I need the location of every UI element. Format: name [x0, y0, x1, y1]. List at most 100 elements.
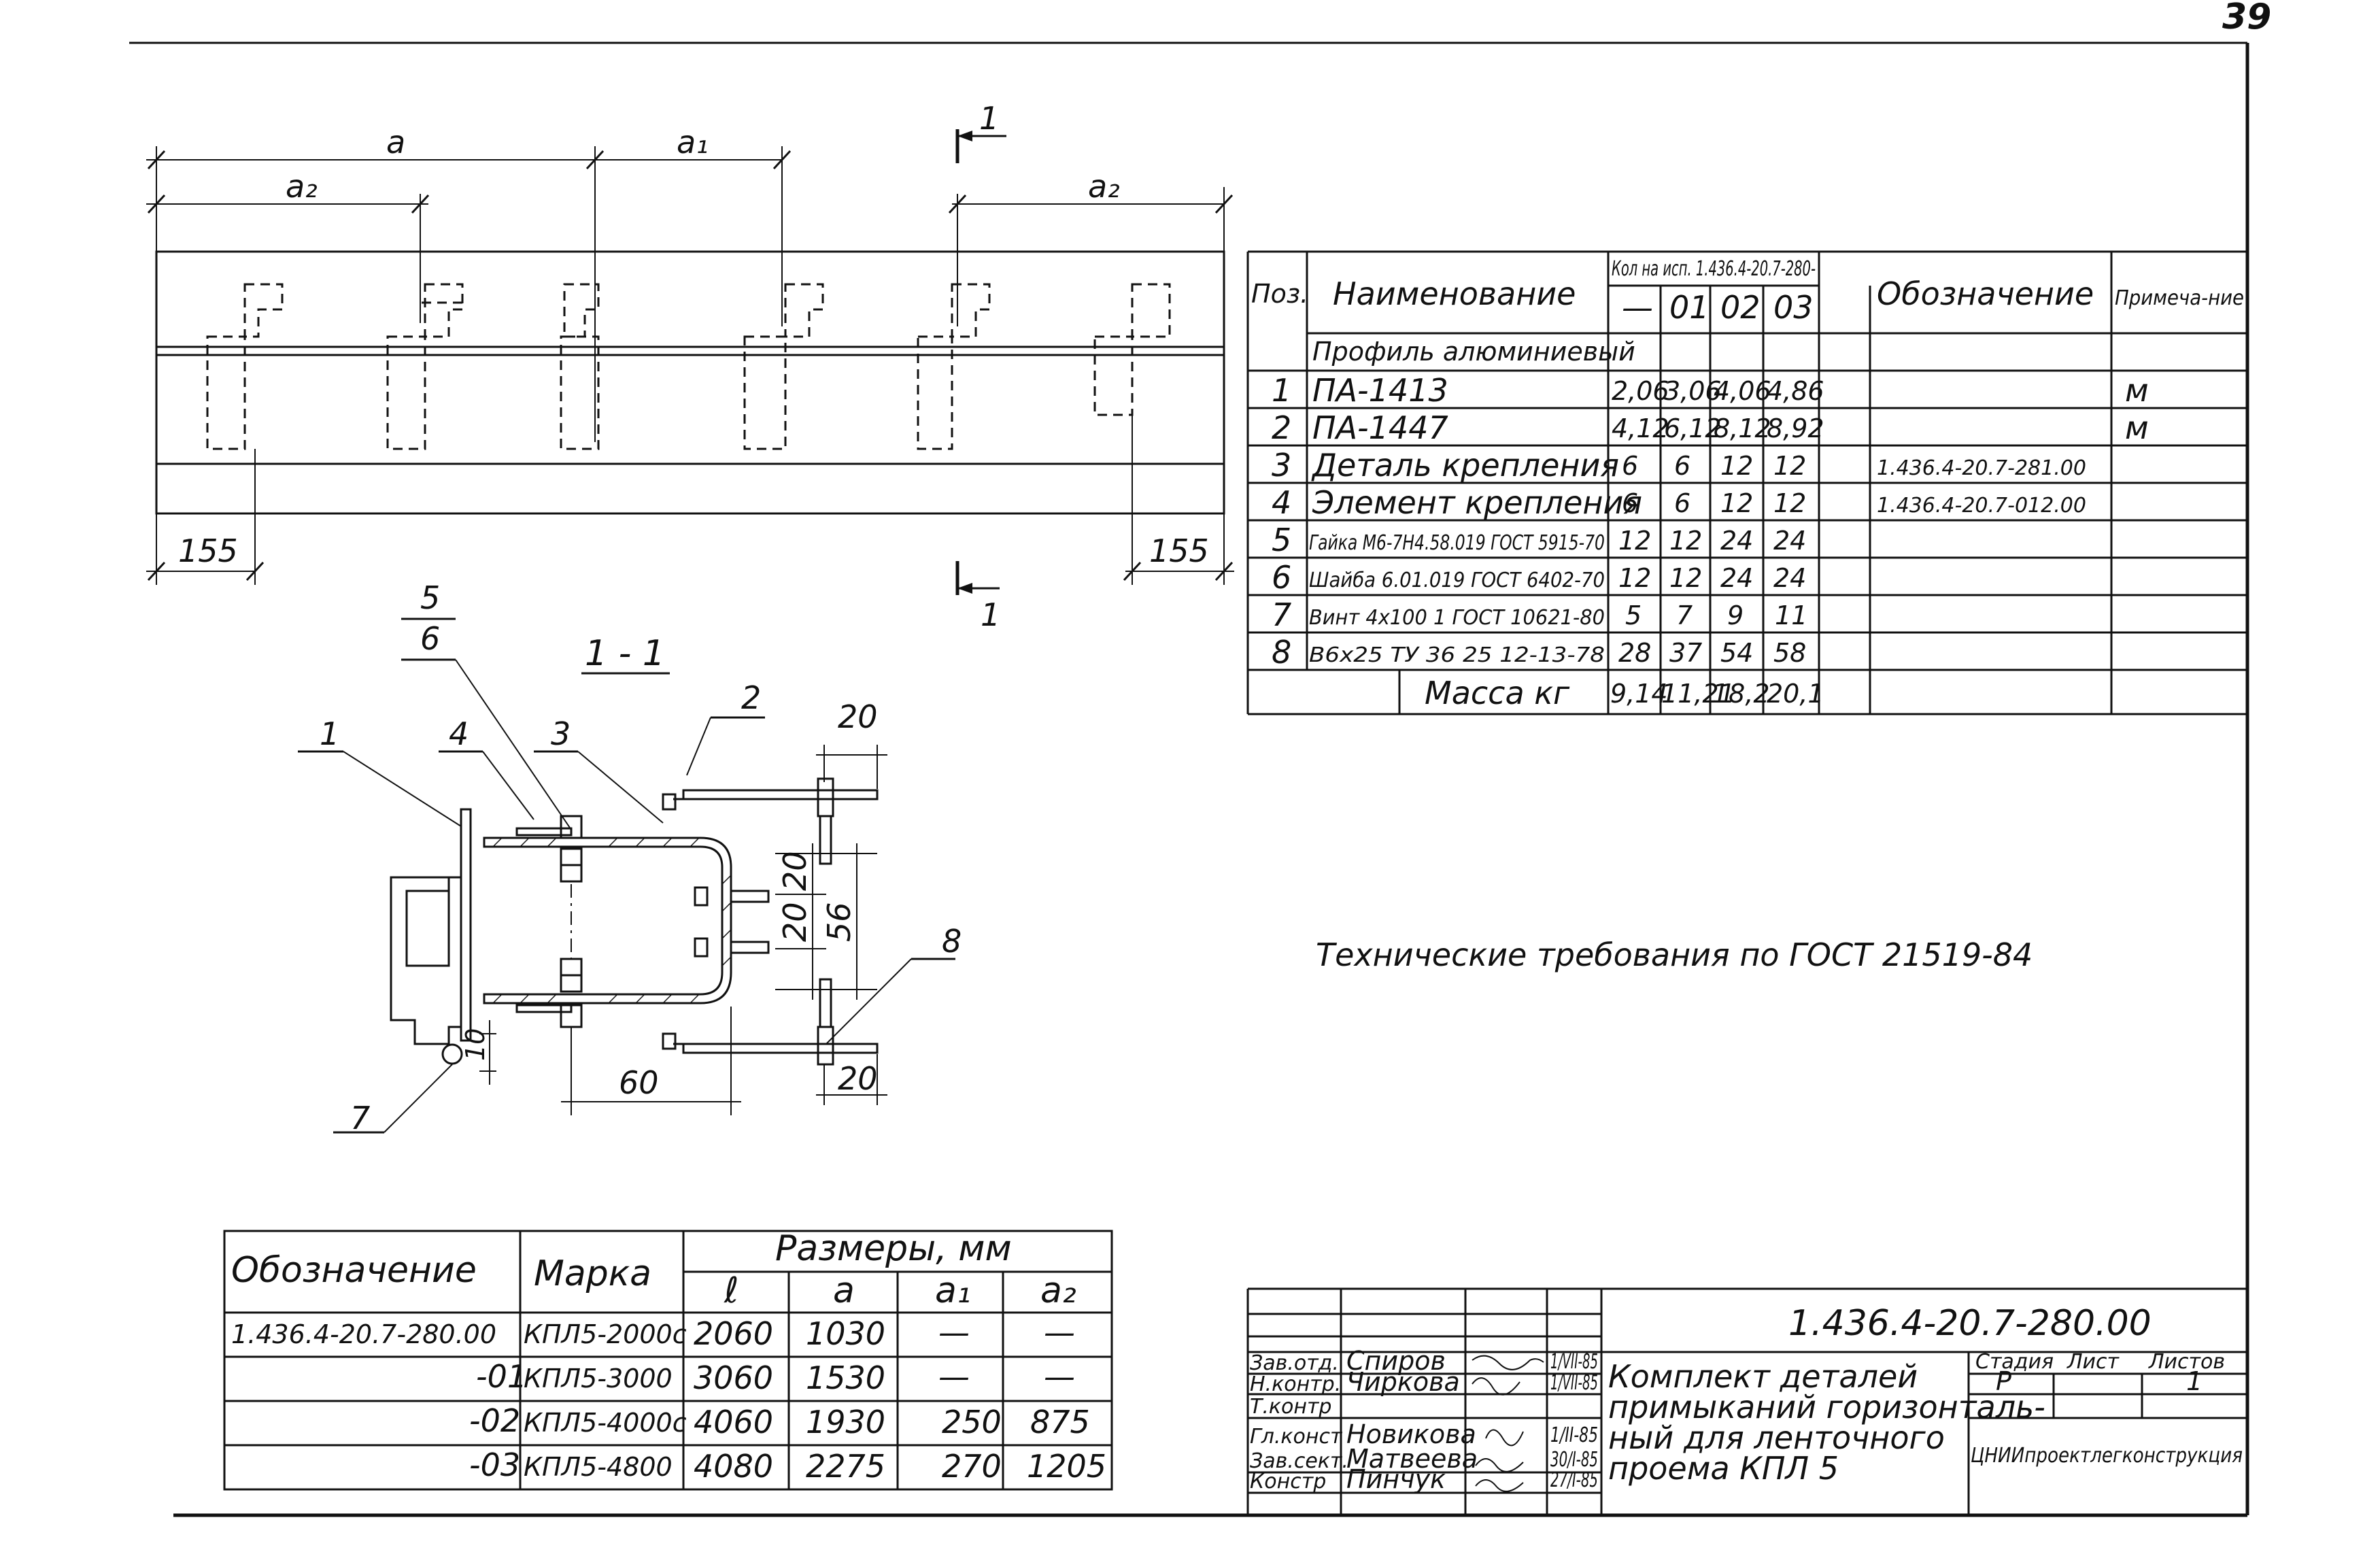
dim-20-top: 20 [838, 698, 878, 735]
svg-text:9,14: 9,14 [1610, 679, 1668, 709]
stage-label: Стадия [1975, 1350, 2054, 1374]
staff-row: Зав.отд. Спиров 1/VII-85 [1250, 1346, 1598, 1376]
svg-text:КПЛ5-4000с: КПЛ5-4000с [524, 1408, 687, 1438]
svg-text:Винт 4х100 1 ГОСТ 10621-80: Винт 4х100 1 ГОСТ 10621-80 [1309, 606, 1605, 630]
svg-text:6: 6 [1272, 559, 1291, 596]
title-line-2: примыканий горизонталь- [1608, 1389, 2045, 1425]
spec-row: 3 Деталь крепления 6 6 12 12 1.436.4-20.… [1272, 447, 2086, 484]
dim-a2-left: a₂ [286, 168, 318, 205]
plan-view: a a₁ a₂ a₂ 1 [146, 100, 1234, 633]
spec-header-name: Наименование [1333, 275, 1576, 312]
sizes-header-brand: Марка [534, 1253, 651, 1294]
svg-text:8,12: 8,12 [1714, 413, 1771, 443]
svg-text:—: — [1044, 1358, 1075, 1395]
svg-text:—: — [1044, 1314, 1075, 1351]
svg-text:8: 8 [1272, 634, 1291, 671]
svg-text:12: 12 [1618, 563, 1651, 593]
page-number: 39 [2222, 0, 2271, 37]
svg-text:24: 24 [1773, 526, 1806, 556]
callout-7: 7 [350, 1100, 370, 1136]
svg-text:1/VII-85: 1/VII-85 [1550, 1371, 1598, 1395]
sizes-col-a2: a₂ [1040, 1270, 1076, 1311]
sheets-value: 1 [2186, 1366, 2203, 1396]
spec-col-0: — [1622, 289, 1653, 326]
svg-text:Масса кг: Масса кг [1425, 675, 1570, 711]
svg-text:1530: 1530 [806, 1359, 885, 1396]
staff-row: Констр Пинчук 27/I-85 [1250, 1464, 1598, 1494]
callout-1: 1 [320, 715, 339, 752]
section-title: 1 - 1 [585, 633, 665, 674]
dim-56: 56 [821, 902, 857, 942]
svg-text:28: 28 [1618, 638, 1651, 668]
svg-text:ПА-1447: ПА-1447 [1312, 409, 1448, 446]
svg-text:1.436.4-20.7-012.00: 1.436.4-20.7-012.00 [1877, 494, 2086, 518]
dim-60: 60 [619, 1064, 659, 1101]
svg-text:9: 9 [1727, 601, 1744, 630]
svg-text:6: 6 [1622, 488, 1638, 518]
svg-text:КПЛ5-3000: КПЛ5-3000 [524, 1364, 673, 1393]
sizes-row: 1.436.4-20.7-280.00 КПЛ5-2000с 2060 1030… [231, 1314, 1075, 1352]
sizes-row: -02 КПЛ5-4000с 4060 1930 250 875 [469, 1402, 1090, 1440]
spec-row: 4 Элемент крепления 6 6 12 12 1.436.4-20… [1272, 484, 2086, 521]
svg-text:24: 24 [1720, 563, 1753, 593]
svg-text:4: 4 [1272, 484, 1291, 521]
svg-text:—: — [938, 1358, 970, 1395]
staff-row: Т.контр [1250, 1395, 1331, 1419]
svg-text:Пинчук: Пинчук [1346, 1464, 1446, 1494]
dim-10: 10 [460, 1028, 490, 1061]
dim-a1: a₁ [677, 124, 709, 161]
sizes-header-sizes: Размеры, мм [775, 1228, 1012, 1269]
svg-text:58: 58 [1773, 638, 1806, 668]
section-mark-top: 1 [979, 100, 999, 137]
svg-text:27/I-85: 27/I-85 [1550, 1468, 1598, 1492]
svg-text:20,1: 20,1 [1767, 679, 1824, 709]
svg-text:37: 37 [1669, 638, 1702, 668]
svg-text:-02: -02 [469, 1402, 520, 1439]
svg-text:-01: -01 [476, 1358, 527, 1395]
svg-text:24: 24 [1720, 526, 1753, 556]
svg-text:12: 12 [1669, 526, 1702, 556]
svg-text:Зав.сект.: Зав.сект. [1250, 1449, 1348, 1473]
svg-text:Спиров: Спиров [1346, 1346, 1446, 1376]
signature-5 [1475, 1479, 1524, 1492]
spec-header-note: Примеча-ние [2115, 286, 2244, 310]
svg-text:Т.контр: Т.контр [1250, 1395, 1331, 1419]
spec-row: 5 Гайка М6-7Н4.58.019 ГОСТ 5915-70 12 12… [1272, 522, 1806, 558]
svg-text:12: 12 [1618, 526, 1651, 556]
staff-row: Н.контр. Чиркова 1/VII-85 [1250, 1367, 1598, 1397]
spec-col-3: 03 [1773, 289, 1814, 326]
svg-text:30/I-85: 30/I-85 [1550, 1448, 1598, 1472]
spec-header-designation: Обозначение [1877, 275, 2094, 312]
svg-text:Н.контр.: Н.контр. [1250, 1372, 1341, 1396]
svg-text:6,12: 6,12 [1664, 413, 1722, 443]
stage-value: Р [1996, 1366, 2011, 1396]
spec-group-title: Профиль алюминиевый [1312, 337, 1635, 367]
svg-text:4080: 4080 [694, 1448, 773, 1485]
svg-text:875: 875 [1030, 1404, 1090, 1440]
svg-text:1205: 1205 [1027, 1448, 1106, 1485]
svg-text:1/VII-85: 1/VII-85 [1550, 1350, 1598, 1374]
svg-text:2275: 2275 [806, 1448, 885, 1485]
sizes-row: -03 КПЛ5-4800 4080 2275 270 1205 [469, 1447, 1106, 1485]
svg-text:18,2: 18,2 [1712, 679, 1770, 709]
svg-text:В6х25 ТУ 36 25 12-13-78: В6х25 ТУ 36 25 12-13-78 [1309, 643, 1605, 667]
svg-text:2060: 2060 [694, 1315, 773, 1352]
svg-text:КПЛ5-2000с: КПЛ5-2000с [524, 1319, 687, 1349]
dim-20-a: 20 [777, 851, 813, 891]
callout-3: 3 [551, 715, 571, 752]
svg-text:Гл.конст: Гл.конст [1250, 1425, 1343, 1449]
sizes-col-a1: a₁ [935, 1270, 971, 1311]
signature-4 [1475, 1458, 1524, 1472]
svg-text:7: 7 [1272, 596, 1291, 633]
spec-header-qty: Кол на исп. 1.436.4-20.7-280- [1612, 257, 1816, 281]
doc-number: 1.436.4-20.7-280.00 [1788, 1303, 2152, 1344]
spec-row: 2 ПА-1447 4,12 6,12 8,12 8,92 м [1272, 409, 2149, 446]
dim-155-left: 155 [178, 533, 238, 569]
svg-text:Матвеева: Матвеева [1346, 1444, 1478, 1474]
svg-text:—: — [938, 1314, 970, 1351]
svg-text:Зав.отд.: Зав.отд. [1250, 1351, 1339, 1375]
svg-text:2,06: 2,06 [1612, 376, 1669, 406]
signature-3 [1485, 1429, 1524, 1447]
section-mark-bottom: 1 [981, 596, 1000, 633]
